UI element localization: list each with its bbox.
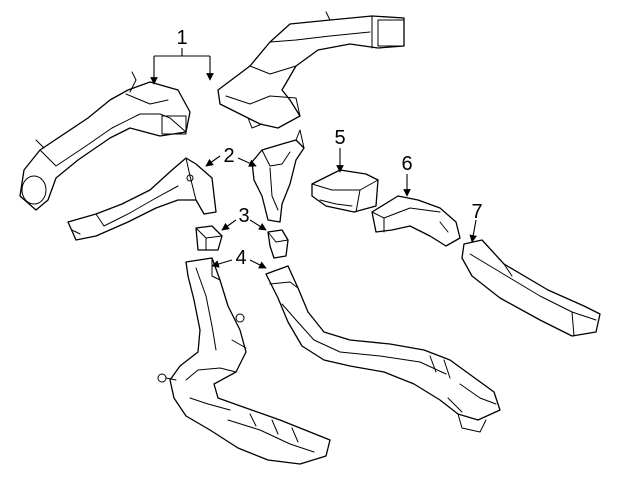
- right-defroster-duct: [217, 11, 405, 129]
- connector-right: [267, 229, 289, 259]
- duct-adapter: [311, 169, 379, 213]
- leader-lines: [150, 48, 478, 269]
- center-duct-bracket: [67, 157, 217, 241]
- callout-5: 5: [334, 127, 345, 149]
- callout-1: 1: [176, 27, 187, 49]
- callout-2: 2: [223, 145, 234, 167]
- right-floor-duct: [265, 265, 501, 433]
- side-outlet-duct: [371, 195, 461, 247]
- callout-4: 4: [235, 247, 246, 269]
- left-floor-duct: [157, 257, 331, 465]
- callout-7: 7: [471, 201, 482, 223]
- left-defroster-duct: [19, 71, 191, 211]
- callout-6: 6: [401, 153, 412, 175]
- rear-duct: [461, 239, 601, 337]
- callout-3: 3: [238, 205, 249, 227]
- side-duct-bracket: [251, 129, 305, 223]
- connector-left: [195, 225, 223, 251]
